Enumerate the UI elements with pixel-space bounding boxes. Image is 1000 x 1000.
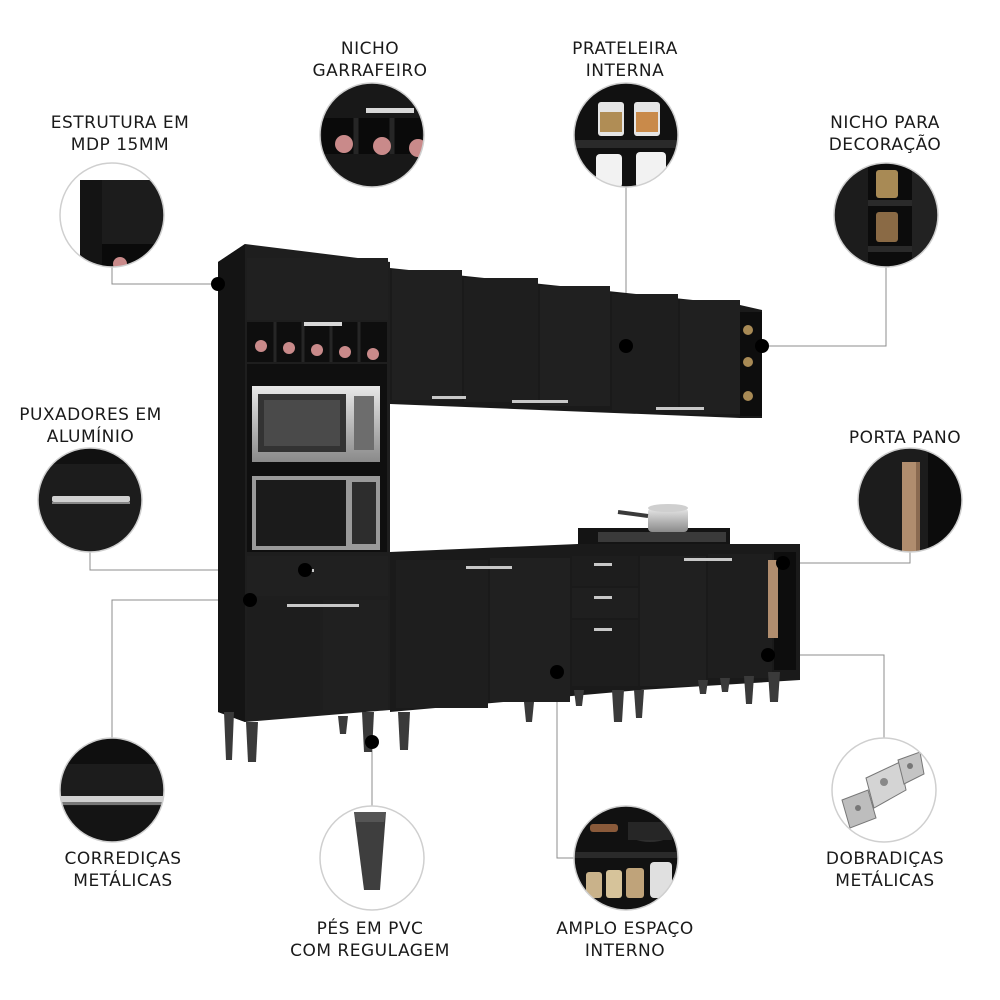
leader-amplo [556,672,574,859]
leader-dobradicas [768,654,885,738]
label-line: PUXADORES EM [19,405,162,425]
leader-estrutura [111,267,218,285]
kitchen-body [211,244,800,762]
label-line: METÁLICAS [73,871,173,891]
label-line: ESTRUTURA EM [50,113,190,133]
label-line: PÉS EM PVC [316,919,424,939]
leader-decoracao [762,267,887,347]
label-line: DOBRADIÇAS [825,849,945,869]
detail-prateleira [573,82,679,188]
label-estrutura: ESTRUTURA EM MDP 15MM [45,112,195,156]
detail-pes [319,805,425,911]
label-amplo-espaco: AMPLO ESPAÇO INTERNO [530,918,720,962]
detail-amplo [573,805,679,911]
detail-nicho-garrafeiro [319,82,425,188]
label-line: MDP 15MM [70,135,170,155]
pan [617,504,688,532]
label-line: DECORAÇÃO [828,135,942,155]
label-line: AMPLO ESPAÇO [556,919,694,939]
microwave-upper [252,386,380,462]
marker-dots [211,277,790,749]
label-corredicas: CORREDIÇAS METÁLICAS [48,848,198,892]
label-line: CORREDIÇAS [64,849,182,869]
leader-corredicas [111,599,250,738]
label-dobradicas: DOBRADIÇAS METÁLICAS [810,848,960,892]
microwave-lower [252,476,380,550]
label-line: PRATELEIRA [572,39,678,59]
detail-corredicas [59,737,165,843]
wine-rack [247,322,387,362]
detail-puxadores [37,447,143,553]
label-line: COM REGULAGEM [290,941,450,961]
label-line: PORTA PANO [848,428,962,448]
label-nicho-garrafeiro: NICHO GARRAFEIRO [300,38,440,82]
leader-portapano [783,552,911,564]
label-porta-pano: PORTA PANO [835,427,975,449]
detail-estrutura [59,162,165,268]
label-prateleira-interna: PRATELEIRA INTERNA [555,38,695,82]
label-puxadores: PUXADORES EM ALUMÍNIO [8,404,173,448]
label-nicho-decoracao: NICHO PARA DECORAÇÃO [810,112,960,156]
label-line: METÁLICAS [835,871,935,891]
label-line: NICHO [340,39,400,59]
label-line: ALUMÍNIO [46,427,135,447]
label-line: NICHO PARA [830,113,940,133]
detail-porta-pano [857,447,963,553]
label-line: INTERNA [585,61,665,81]
label-pes-pvc: PÉS EM PVC COM REGULAGEM [275,918,465,962]
label-line: GARRAFEIRO [312,61,428,81]
detail-dobradicas [831,737,937,843]
label-line: INTERNO [584,941,666,961]
detail-nicho-decoracao [833,162,939,268]
